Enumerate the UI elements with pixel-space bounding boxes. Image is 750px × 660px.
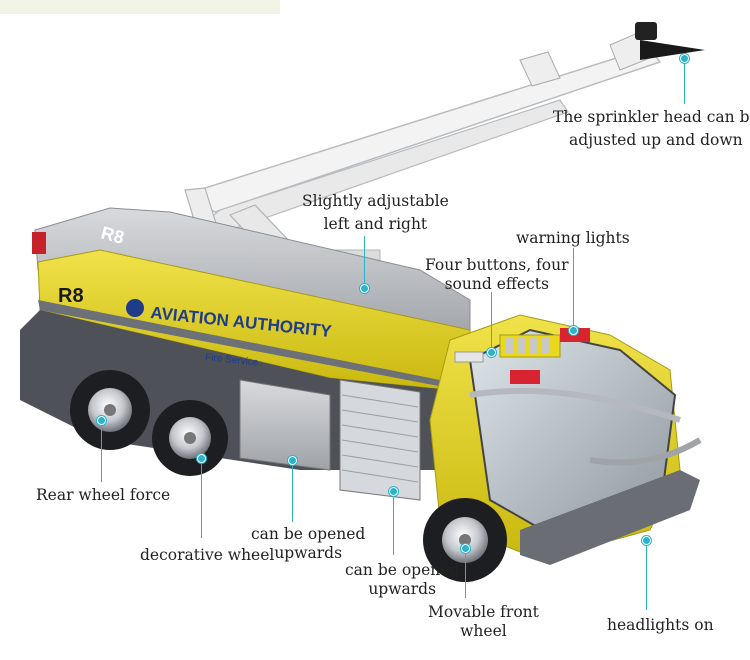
sprinkler-boom [184,22,705,313]
label-headlights: headlights on [607,616,714,634]
headlights-dot [642,536,651,545]
door2-dot [389,487,398,496]
sprinkler-dot [680,54,689,63]
rear-wheel-dot [97,416,106,425]
warning-leader [573,248,574,330]
decorative-leader [201,458,202,538]
rear-wheel-leader [101,420,102,482]
label-rear-wheel: Rear wheel force [36,486,171,504]
door1-leader [292,462,293,522]
buttons-leader [491,292,492,352]
front-wheel-dot [461,544,470,553]
unit-number: R8 [58,285,84,307]
door1-dot [288,456,297,465]
airplane-logo-icon [126,299,144,317]
adjustable-dot [360,284,369,293]
headlights-leader [646,540,647,610]
decorative-dot [197,454,206,463]
label-decorative: decorative wheel [140,546,275,564]
rear-wheel [70,370,150,450]
adjustable-leader [364,236,365,288]
front-wheel [423,498,507,582]
door2-leader [393,493,394,555]
middle-wheel [152,400,228,476]
label-warning: warning lights [516,229,630,247]
sprinkler-leader [684,58,685,104]
faint-header-band [0,0,280,14]
warning-dot [569,326,578,335]
buttons-dot [487,348,496,357]
front-wheel-leader [465,548,466,598]
